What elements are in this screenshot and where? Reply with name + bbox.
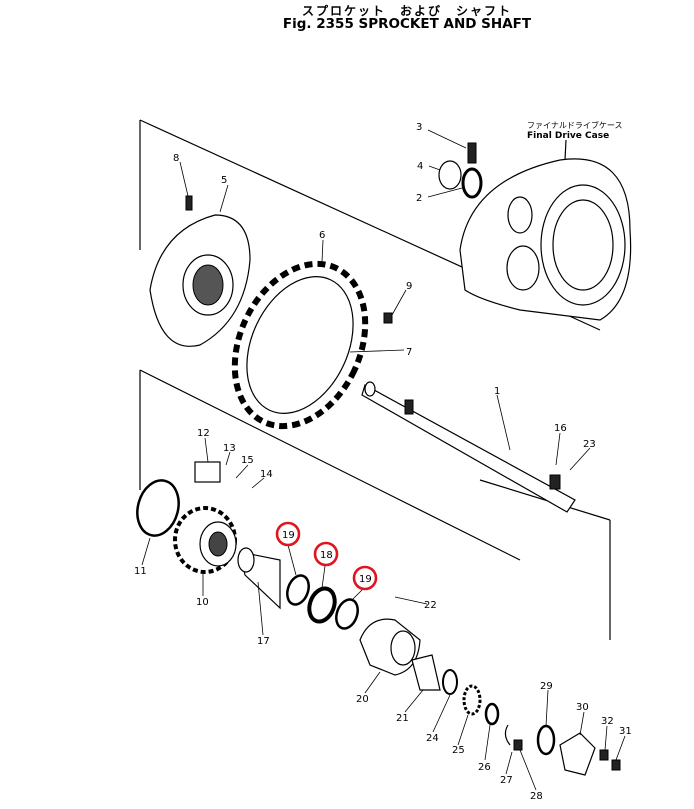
callout-28: 28 — [530, 791, 543, 802]
callout-8: 8 — [173, 153, 179, 164]
callout-19-b: 19 — [359, 574, 372, 585]
title-japanese: スプロケット および シャフト — [301, 4, 512, 18]
callout-7: 7 — [406, 347, 412, 358]
callout-3: 3 — [416, 122, 422, 133]
highlight-circle — [352, 565, 378, 591]
hub — [149, 195, 251, 347]
callout-21: 21 — [396, 713, 409, 724]
callout-14: 14 — [260, 469, 273, 480]
final-drive-case — [459, 139, 632, 321]
highlight-circle — [313, 541, 339, 567]
callout-17: 17 — [257, 636, 270, 647]
case-label-japanese: ファイナルドライブケース — [527, 120, 622, 130]
callout-32: 32 — [601, 716, 614, 727]
highlight-circle — [275, 521, 301, 547]
callout-15: 15 — [241, 455, 254, 466]
sprocket — [231, 260, 393, 430]
callout-6: 6 — [319, 230, 325, 241]
callout-9: 9 — [406, 281, 412, 292]
callout-2: 2 — [416, 193, 422, 204]
callout-13: 13 — [223, 443, 236, 454]
callout-19-a: 19 — [282, 530, 295, 541]
callout-12: 12 — [197, 428, 210, 439]
callout-31: 31 — [619, 726, 632, 737]
case-label-english: Final Drive Case — [527, 131, 609, 141]
callout-1: 1 — [494, 386, 500, 397]
callout-5: 5 — [221, 175, 227, 186]
callout-4: 4 — [417, 161, 423, 172]
callout-27: 27 — [500, 775, 513, 786]
callout-16: 16 — [554, 423, 567, 434]
callout-10: 10 — [196, 597, 209, 608]
callout-23: 23 — [583, 439, 596, 450]
figure-title: Fig. 2355 SPROCKET AND SHAFT — [282, 16, 532, 32]
callout-20: 20 — [356, 694, 369, 705]
callout-30: 30 — [576, 702, 589, 713]
callout-29: 29 — [540, 681, 553, 692]
callout-11: 11 — [134, 566, 147, 577]
callout-18: 18 — [320, 550, 333, 561]
callout-25: 25 — [452, 745, 465, 756]
shaft — [361, 381, 576, 513]
callout-26: 26 — [478, 762, 491, 773]
callout-22: 22 — [424, 600, 437, 611]
callout-24: 24 — [426, 733, 439, 744]
